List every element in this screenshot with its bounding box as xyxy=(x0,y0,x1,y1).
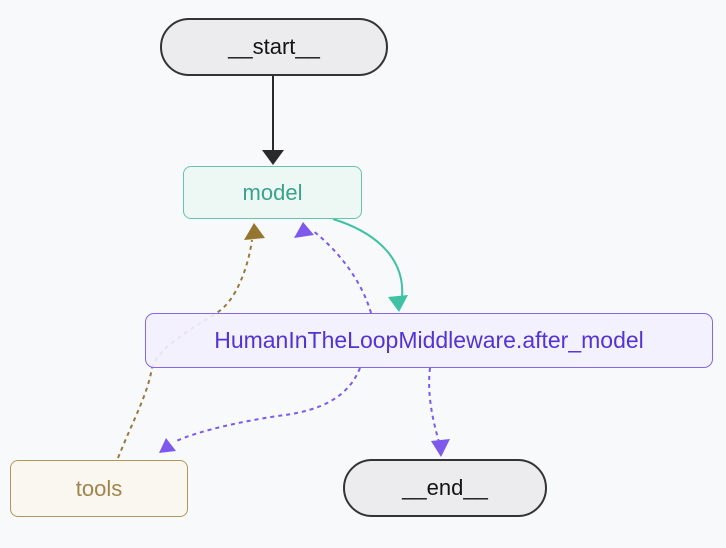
edge-middleware-to-model xyxy=(294,222,372,314)
node-start: __start__ xyxy=(160,18,388,76)
edge-tools-to-model xyxy=(117,223,265,459)
node-end-label: __end__ xyxy=(402,475,488,500)
arrowhead-middleware-to-tools xyxy=(159,438,176,453)
node-middleware-after-model: HumanInTheLoopMiddleware.after_model xyxy=(145,313,713,368)
node-start-label: __start__ xyxy=(228,34,320,59)
arrowhead-start-to-model xyxy=(262,150,284,165)
edge-model-to-middleware xyxy=(332,218,408,312)
node-middleware-label: HumanInTheLoopMiddleware.after_model xyxy=(214,327,644,353)
arrowhead-model-to-middleware xyxy=(388,295,408,312)
arrowhead-middleware-to-end xyxy=(431,439,450,457)
arrowhead-middleware-to-model xyxy=(294,222,314,238)
node-end: __end__ xyxy=(343,459,547,517)
edge-middleware-to-tools xyxy=(159,367,361,453)
arrowhead-tools-to-model xyxy=(244,223,265,240)
edge-middleware-to-end xyxy=(428,367,450,457)
node-tools: tools xyxy=(10,460,188,517)
node-model: model xyxy=(183,166,362,219)
edge-start-to-model xyxy=(262,76,284,165)
node-model-label: model xyxy=(242,179,303,205)
node-tools-label: tools xyxy=(75,475,123,501)
